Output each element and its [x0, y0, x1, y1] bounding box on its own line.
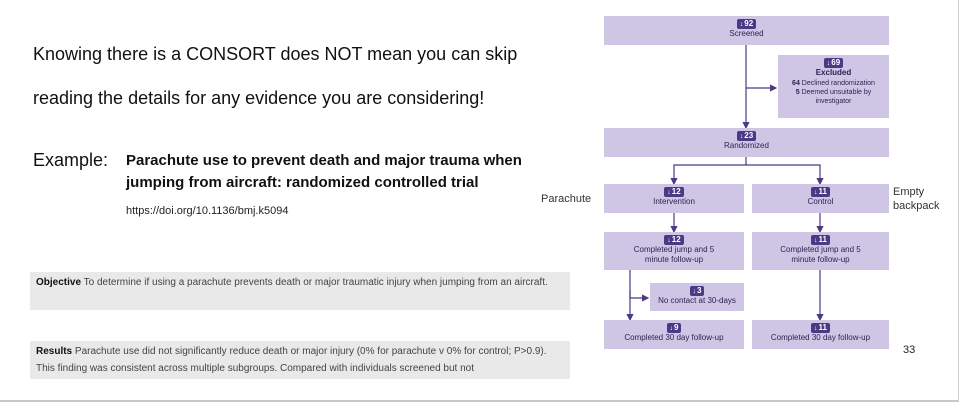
control-followup-box: 11 Completed jump and 5 minute follow-up — [752, 232, 889, 270]
intervention-30day-box: 9 Completed 30 day follow-up — [604, 320, 744, 349]
excluded-box: 69 Excluded 64 Declined randomization 5 … — [778, 55, 889, 118]
intervention-30day-count: 9 — [666, 323, 682, 333]
intervention-box: 12 Intervention — [604, 184, 744, 213]
no-contact-label: No contact at 30-days — [658, 296, 736, 305]
control-30day-label: Completed 30 day follow-up — [770, 333, 871, 342]
randomized-label: Randomized — [724, 141, 769, 150]
abstract-objective: Objective To determine if using a parach… — [30, 272, 570, 310]
excluded-count: 69 — [823, 58, 844, 68]
results-text: Parachute use did not significantly redu… — [36, 346, 547, 374]
objective-text: To determine if using a parachute preven… — [83, 277, 548, 288]
randomized-count: 23 — [736, 131, 757, 141]
intro-line-2: reading the details for any evidence you… — [33, 88, 485, 108]
control-followup-label: Completed jump and 5 minute follow-up — [780, 245, 861, 264]
control-followup-count: 11 — [811, 235, 830, 245]
abstract-results: Results Parachute use did not significan… — [30, 341, 570, 379]
parachute-label: Parachute — [541, 193, 592, 205]
intro-line-1: Knowing there is a CONSORT does NOT mean… — [33, 44, 518, 64]
screened-box: 92 Screened — [604, 16, 889, 45]
randomized-box: 23 Randomized — [604, 128, 889, 157]
intervention-followup-box: 12 Completed jump and 5 minute follow-up — [604, 232, 744, 270]
control-30day-box: 11 Completed 30 day follow-up — [752, 320, 889, 349]
excluded-label: Excluded — [815, 68, 852, 77]
control-count: 11 — [811, 187, 830, 197]
no-contact-box: 3 No contact at 30-days — [650, 283, 744, 311]
results-label: Results — [36, 346, 73, 357]
doi-link[interactable]: https://doi.org/10.1136/bmj.k5094 — [126, 205, 289, 217]
intervention-30day-label: Completed 30 day follow-up — [624, 333, 724, 342]
screened-count: 92 — [736, 19, 757, 29]
intervention-count: 12 — [664, 187, 684, 197]
intervention-followup-count: 12 — [664, 235, 684, 245]
excluded-reason-1: 64 Declined randomization — [792, 80, 875, 87]
excluded-reason-2: 5 Deemed unsuitable by investigator — [795, 89, 872, 105]
control-label: Control — [807, 197, 834, 206]
objective-label: Objective — [36, 277, 82, 288]
empty-backpack-label: Empty backpack — [893, 186, 940, 212]
example-label: Example: — [33, 150, 109, 170]
no-contact-count: 3 — [689, 286, 705, 296]
paper-title: Parachute use to prevent death and major… — [126, 152, 522, 191]
intervention-label: Intervention — [653, 197, 695, 206]
control-30day-count: 11 — [811, 323, 830, 333]
page-number: 33 — [903, 344, 916, 356]
control-box: 11 Control — [752, 184, 889, 213]
screened-label: Screened — [729, 29, 764, 38]
intervention-followup-label: Completed jump and 5 minute follow-up — [633, 245, 715, 264]
